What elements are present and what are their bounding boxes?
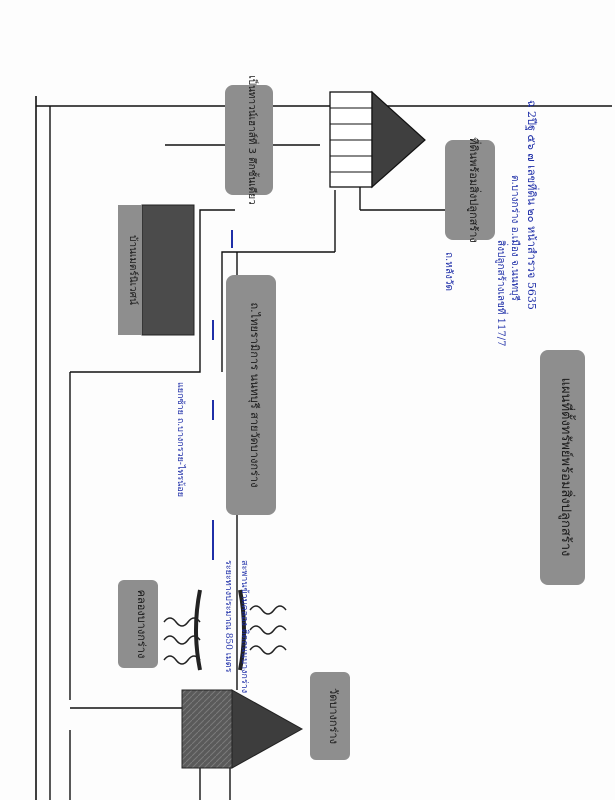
property-label: ที่ดินพร้อมสิ่งปลูกสร้าง (467, 137, 482, 243)
main-road-upper (70, 209, 235, 373)
handwriting-distance: ระยะทางประมาณ 850 เมตร (223, 560, 233, 673)
temple-label: วัดบางกร่าง (327, 688, 340, 744)
handwriting-house-no: สิ่งปลูกสร้างเลขที่ 117/7 (495, 240, 509, 346)
main-road-inner (221, 251, 335, 372)
direction-arrows (212, 230, 233, 560)
main-road-label: ถ.ไทยรามิการ นนทบุรี สายวัดบางกร่าง (248, 303, 261, 488)
handwriting-to-canal: แยกซ้าย ถ.บางกรวย-ไทรน้อย (175, 382, 186, 497)
canal-label: คลองบางกร่าง (135, 590, 148, 659)
label-box-village: บ้านเมตร์นิเวศน์ (118, 205, 142, 335)
handwriting-location: ต.บางกร่าง อ.เมือง จ.นนทบุรี (509, 175, 521, 302)
water-waves-icon (163, 605, 287, 665)
map-title: แผนที่ตั้งทรัพย์พร้อมสิ่งปลูกสร้าง (558, 378, 576, 557)
village-block (141, 204, 195, 336)
label-box-canal: คลองบางกร่าง (118, 580, 158, 668)
temple-block (181, 689, 304, 769)
handwriting-side-road: ถ.หลังวัด (443, 252, 454, 291)
property-building (329, 90, 426, 189)
label-box-village-house: เป็นทาวน์เฮาส์ที่ 3 ตึกชั้นเดียว (225, 75, 273, 205)
handwriting-deed: ฉ 2ปีฐ ๕๖ ๗ เลขที่ดิน ๒๐ หน้าสำรวจ 5635 (525, 100, 540, 310)
handwriting-bridge: สะพานข้ามคลอง ติดถนนบางกร่าง (239, 560, 250, 693)
village-label: บ้านเมตร์นิเวศน์ (127, 235, 139, 305)
label-box-title: แผนที่ตั้งทรัพย์พร้อมสิ่งปลูกสร้าง (540, 350, 585, 585)
bridge-icon (194, 589, 246, 671)
label-box-property: ที่ดินพร้อมสิ่งปลูกสร้าง (445, 137, 495, 243)
label-box-main-road: ถ.ไทยรามิการ นนทบุรี สายวัดบางกร่าง (226, 275, 276, 515)
village-house-label: เป็นทาวน์เฮาส์ที่ 3 ตึกชั้นเดียว (246, 75, 260, 204)
label-box-temple: วัดบางกร่าง (310, 672, 350, 760)
